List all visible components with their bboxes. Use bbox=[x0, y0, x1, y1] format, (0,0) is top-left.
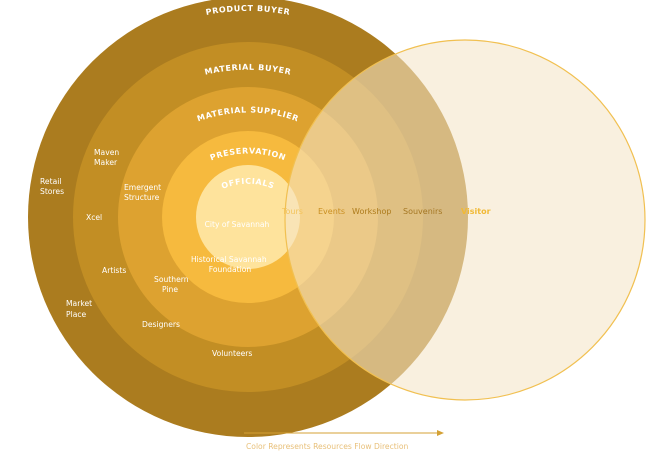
label-market-place: Market Place bbox=[66, 299, 95, 319]
visitor-circle bbox=[284, 39, 646, 401]
flow-workshop: Workshop bbox=[352, 207, 391, 216]
label-maven-maker: Maven Maker bbox=[94, 148, 122, 167]
label-retail-stores: Retail Stores bbox=[40, 177, 64, 196]
label-emergent-structure: Emergent Structure bbox=[124, 183, 164, 202]
label-volunteers: Volunteers bbox=[212, 349, 252, 358]
label-artists: Artists bbox=[102, 266, 126, 275]
label-xcel: Xcel bbox=[86, 213, 102, 222]
flow-visitor: Visitor bbox=[461, 207, 491, 216]
flow-caption: Color Represents Resources Flow Directio… bbox=[246, 442, 409, 451]
flow-events: Events bbox=[318, 207, 345, 216]
label-historical-savannah: Historical Savannah Foundation bbox=[191, 255, 269, 274]
officials-core bbox=[196, 165, 300, 269]
label-southern-pine: Southern Pine bbox=[154, 275, 191, 294]
flow-arrowhead bbox=[437, 430, 444, 436]
label-designers: Designers bbox=[142, 320, 180, 329]
label-city-of-savannah: City of Savannah bbox=[205, 220, 270, 229]
flow-tours: Tours bbox=[281, 207, 303, 216]
flow-souvenirs: Souvenirs bbox=[403, 207, 442, 216]
product-buyer-title: PRODUCT BUYER bbox=[205, 4, 291, 17]
